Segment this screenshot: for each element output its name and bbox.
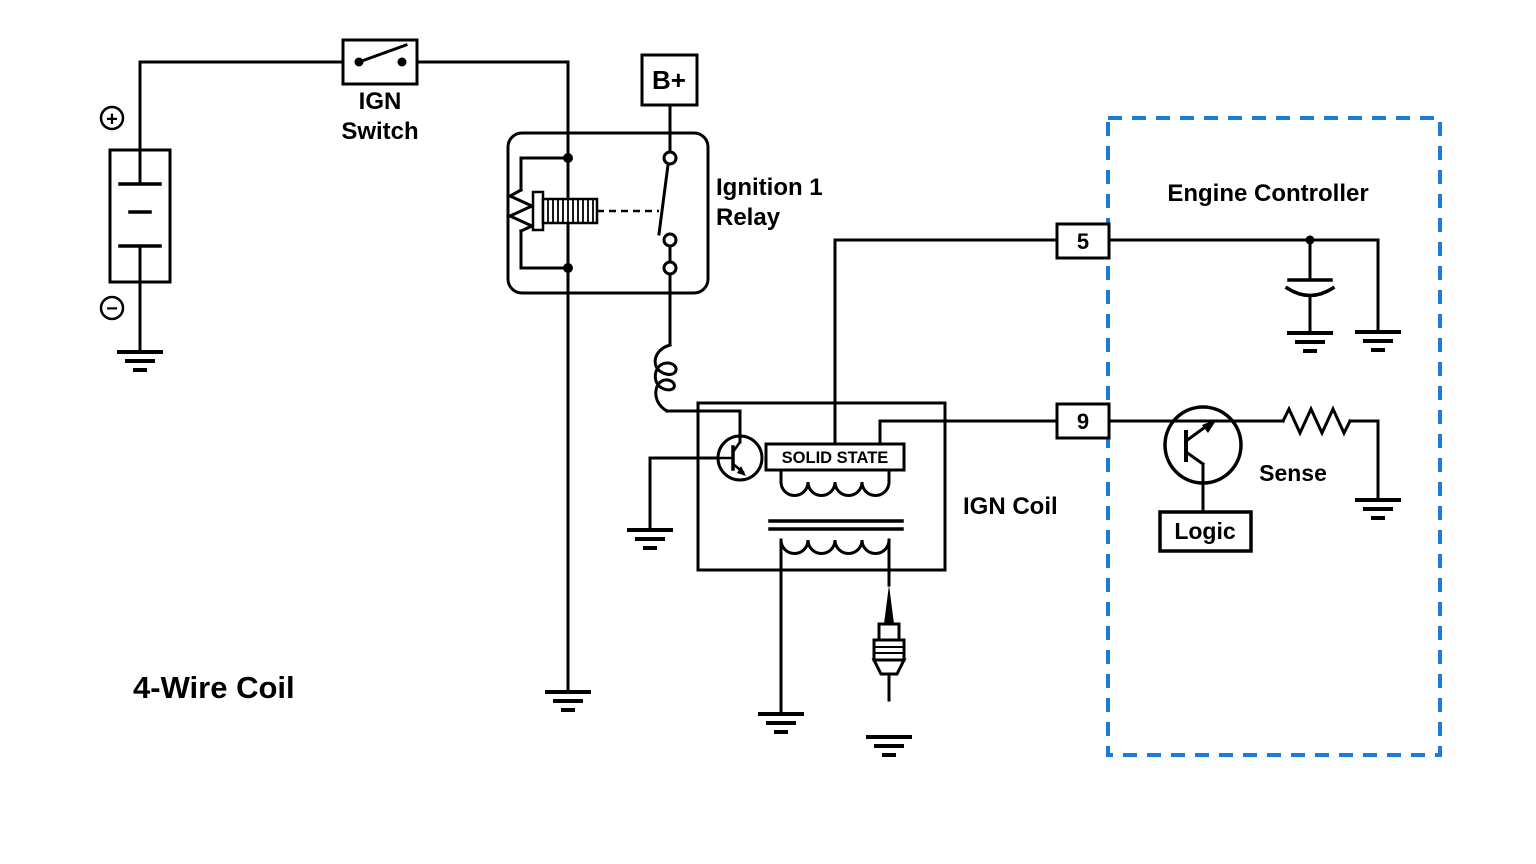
- relay-label-1: Ignition 1: [716, 174, 823, 201]
- logic-label: Logic: [1174, 518, 1236, 544]
- ground-symbol: [1353, 498, 1403, 520]
- switch-contact: [397, 57, 407, 67]
- ign-coil-label: IGN Coil: [963, 493, 1058, 520]
- pigtail-wire: [653, 343, 678, 414]
- coil-transistor-symbol: [716, 434, 764, 482]
- relay-contact: [662, 260, 678, 276]
- ign-switch-label-2: Switch: [341, 118, 418, 145]
- plug-insulator: [877, 622, 901, 642]
- wire-switch-to-relay: [415, 60, 570, 694]
- relay-winding: [541, 197, 599, 225]
- battery-symbol: + −: [99, 60, 345, 372]
- logic-box: [1158, 510, 1253, 553]
- battery-plus-sign: +: [106, 109, 118, 131]
- diagram-title: 4-Wire Coil: [133, 670, 295, 705]
- relay-blade: [657, 163, 670, 236]
- secondary-winding: [779, 538, 891, 555]
- engine-controller-border: [1106, 116, 1442, 757]
- battery-minus-sign: −: [106, 298, 118, 320]
- switch-blade: [357, 43, 408, 64]
- spark-plug-symbol: [864, 585, 914, 757]
- battery-minus-icon: [99, 295, 125, 321]
- ground-symbol: [115, 350, 165, 372]
- b-plus-label: B+: [652, 65, 686, 95]
- switch-contact: [354, 57, 364, 67]
- relay-contact: [662, 232, 678, 248]
- wire-to-coil-transistor: [665, 409, 742, 444]
- engine-controller-label: Engine Controller: [1167, 180, 1368, 207]
- pin9-box: [1055, 402, 1111, 440]
- wire-to-pin9: [878, 419, 1059, 446]
- pin5-label: 5: [1077, 229, 1089, 254]
- wire-to-pin5: [833, 238, 1059, 446]
- relay-core-plate: [531, 190, 545, 232]
- ignition-coil-symbol: SOLID STATE IGN Coil: [625, 238, 1059, 572]
- wire-pin5-net: [1107, 238, 1380, 332]
- sense-label: Sense: [1259, 460, 1327, 486]
- sense-resistor-symbol: [1280, 405, 1353, 437]
- ground-symbol: [1353, 330, 1403, 352]
- battery-plus-icon: [99, 105, 125, 131]
- b-plus-box: [640, 53, 699, 107]
- relay-box: [506, 131, 710, 295]
- engine-controller: Engine Controller Sense Logic 5: [1055, 116, 1442, 757]
- capacitor-symbol: [1284, 278, 1336, 298]
- pin5-box: [1055, 222, 1111, 260]
- plug-shell: [872, 638, 906, 662]
- relay-contact: [662, 150, 678, 166]
- ground-symbol: [864, 735, 914, 757]
- ground-symbol: [625, 528, 675, 550]
- plug-terminal: [884, 585, 894, 624]
- solid-state-box: [764, 442, 906, 472]
- relay-label-2: Relay: [716, 204, 781, 231]
- ign-switch-symbol: IGN Switch: [341, 38, 419, 145]
- solid-state-label: SOLID STATE: [782, 449, 889, 467]
- pin9-label: 9: [1077, 409, 1089, 434]
- ignition-relay-symbol: Ignition 1 Relay: [506, 131, 823, 295]
- relay-winding-stripes: [547, 199, 594, 223]
- b-plus-terminal: B+: [640, 53, 699, 154]
- ign-switch-label-1: IGN: [359, 88, 402, 115]
- primary-winding: [779, 480, 891, 497]
- relay-coil-resistor: [506, 187, 536, 233]
- ground-symbol: [1285, 331, 1335, 353]
- transformer-symbol: [768, 468, 904, 555]
- plug-taper: [871, 658, 907, 676]
- ground-symbol: [756, 712, 806, 734]
- ground-symbol: [543, 690, 593, 712]
- ign-coil-box: [696, 401, 947, 572]
